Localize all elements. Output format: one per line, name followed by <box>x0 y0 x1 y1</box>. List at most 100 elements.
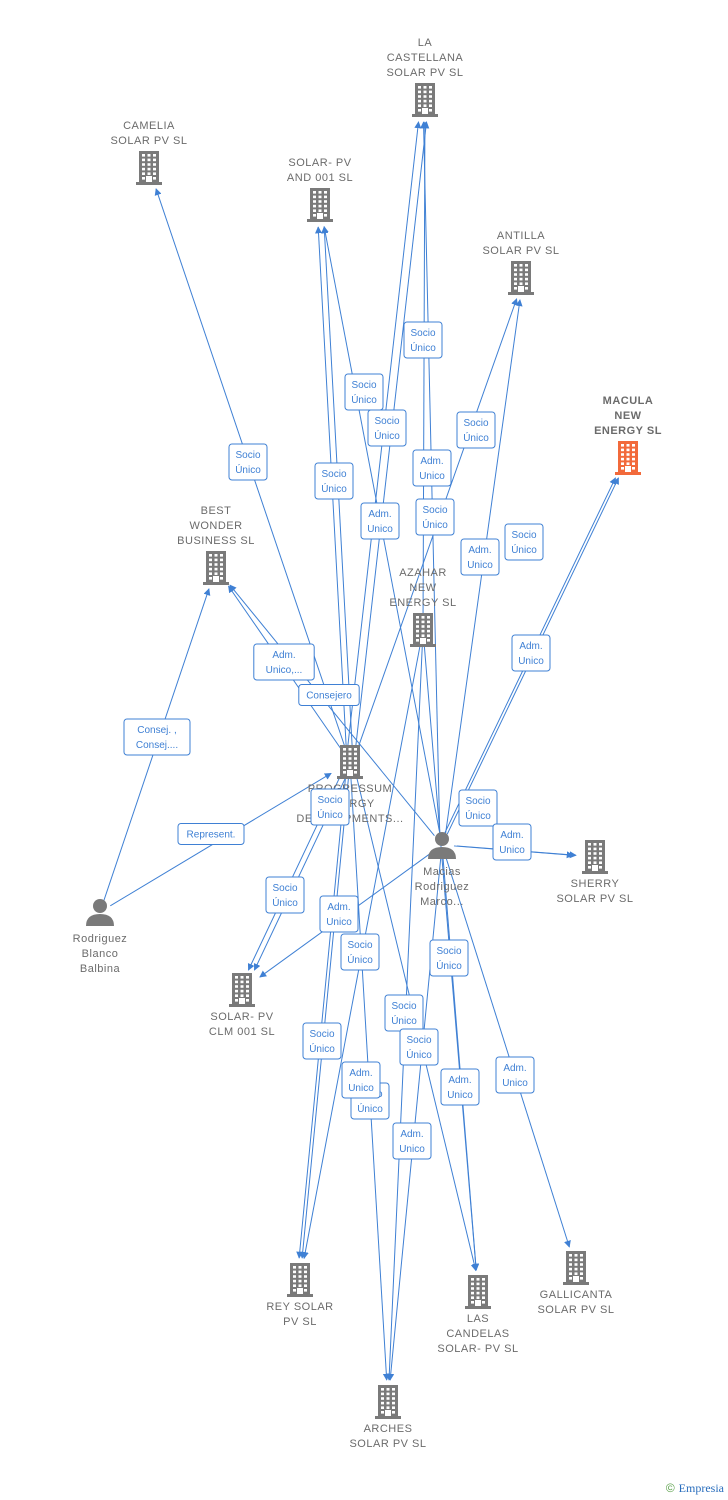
edge-label-text: Adm. <box>327 902 350 913</box>
edge-label-text: Consej. , <box>137 725 176 736</box>
edge-label-text: Socio <box>321 469 346 480</box>
edge-label-text: Unico <box>348 1083 374 1094</box>
building-icon <box>563 1251 589 1285</box>
node-label: GALLICANTA <box>540 1289 613 1301</box>
node-label: SOLAR- PV <box>288 157 351 169</box>
building-icon <box>307 188 333 222</box>
edge-label[interactable]: Adm.Unico <box>360 502 400 540</box>
edge-label-text: Único <box>511 543 537 556</box>
edge-label[interactable]: Adm.Unico <box>492 823 532 861</box>
edge-label[interactable]: Consejero <box>298 684 360 706</box>
edge-label[interactable]: Consej. ,Consej.... <box>123 718 191 756</box>
edge-label-text: Unico <box>399 1144 425 1155</box>
edge-label-text: Único <box>465 809 491 822</box>
edge-label[interactable]: Adm.Unico <box>511 634 551 672</box>
edge-label-text: Único <box>321 482 347 495</box>
node-label: AZAHAR <box>399 567 447 579</box>
edge-label-box <box>360 502 400 540</box>
node-label: Rodriguez <box>73 933 128 945</box>
edge-label-text: Adm. <box>349 1068 372 1079</box>
edge-label[interactable]: Adm.Unico <box>495 1056 535 1094</box>
node-label: SOLAR- PV SL <box>437 1343 518 1355</box>
edge-label-box <box>177 823 245 845</box>
edge-label[interactable]: Adm.Unico <box>440 1068 480 1106</box>
edge-label-text: Socio <box>374 416 399 427</box>
edge-label-text: Adm. <box>519 641 542 652</box>
edge-line-macias-bestwonder <box>229 584 435 837</box>
edge-label-text: Socio <box>422 505 447 516</box>
brand-watermark[interactable]: ©Empresia <box>666 1481 724 1496</box>
edge-label[interactable]: Adm. Unico <box>341 1061 381 1099</box>
node-label: LAS <box>467 1313 489 1325</box>
node-label: Blanco <box>82 948 119 960</box>
edge-line-azahar-castellana <box>421 121 429 619</box>
edge-label-text: Unico <box>447 1090 473 1101</box>
building-icon <box>410 613 436 647</box>
building-icon <box>337 745 363 779</box>
edge-label-box <box>265 876 305 914</box>
edge-label-text: Único <box>410 341 436 354</box>
person-icon <box>86 899 114 926</box>
edge-label[interactable]: Adm.Unico,... <box>253 643 315 681</box>
edge-label-text: Represent. <box>187 830 236 841</box>
edge-label[interactable]: Adm.Unico <box>460 538 500 576</box>
edge-line-progressum-reysolar <box>299 773 350 1259</box>
edge-label-box <box>399 1028 439 1066</box>
edge-label-text: Consejero <box>306 691 352 702</box>
node-label: NEW <box>614 410 641 422</box>
edge-label-text: Socio <box>463 418 488 429</box>
edge-label-text: Único <box>272 896 298 909</box>
node-label: SOLAR PV SL <box>556 893 633 905</box>
edge-label[interactable]: Adm.Unico <box>319 895 359 933</box>
edge-label[interactable]: Represent. <box>177 823 245 845</box>
edge-label[interactable]: Adm.Unico <box>412 449 452 487</box>
edge-label-box <box>344 373 384 411</box>
edge-label[interactable]: Adm.Unico <box>392 1122 432 1160</box>
edge-label-text: Socio <box>391 1001 416 1012</box>
node-label: SOLAR PV SL <box>349 1438 426 1450</box>
node-label: Macias <box>423 866 461 878</box>
edge-label-box <box>302 1022 342 1060</box>
edge-label-text: Socio <box>406 1035 431 1046</box>
edge-label-box <box>511 634 551 672</box>
node-macias[interactable]: MaciasRodriguezMarco... <box>415 832 470 908</box>
node-label: MACULA <box>603 395 654 407</box>
node-label: SOLAR PV SL <box>482 245 559 257</box>
edge-label-text: Único <box>422 518 448 531</box>
building-icon <box>375 1385 401 1419</box>
edge-label-text: Socio <box>436 946 461 957</box>
edge-label-box <box>440 1068 480 1106</box>
